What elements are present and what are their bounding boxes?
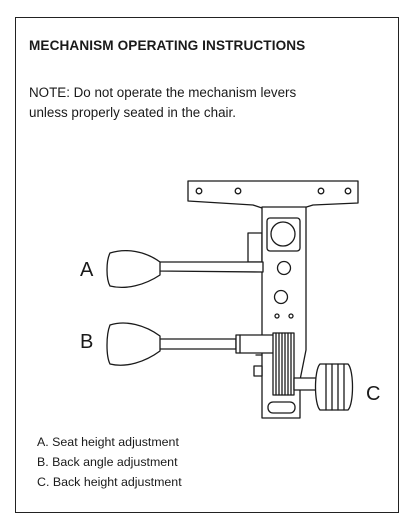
column-small-hole xyxy=(288,313,294,319)
knob-c xyxy=(314,363,354,411)
callout-b-label: B xyxy=(80,331,94,353)
lever-a-handle xyxy=(106,250,161,289)
mount-hole xyxy=(234,187,242,195)
safety-note-line-1: NOTE: Do not operate the mechanism lever… xyxy=(29,85,297,100)
legend-list: A. Seat height adjustment B. Back angle … xyxy=(37,432,182,492)
column-hole xyxy=(273,289,289,305)
side-tab xyxy=(253,365,263,377)
lever-b-rod xyxy=(157,338,237,350)
mount-hole xyxy=(195,187,203,195)
callout-c-label: C xyxy=(366,383,381,405)
lever-b-collar xyxy=(235,334,275,354)
legend-item-a: A. Seat height adjustment xyxy=(37,435,179,449)
knob-c-ridges xyxy=(325,363,345,411)
mounting-plate xyxy=(187,180,359,210)
instructions-heading: MECHANISM OPERATING INSTRUCTIONS xyxy=(29,38,306,53)
lever-a-rod xyxy=(157,261,264,273)
lever-b-handle xyxy=(106,322,161,366)
safety-note: NOTE: Do not operate the mechanism lever… xyxy=(29,83,389,123)
safety-note-line-2: unless properly seated in the chair. xyxy=(29,105,236,120)
column-small-hole xyxy=(274,313,280,319)
instruction-card-border xyxy=(15,17,399,513)
column-hole xyxy=(276,260,292,276)
mechanism-diagram xyxy=(106,180,359,419)
callout-a-label: A xyxy=(80,259,94,281)
column-round-knob xyxy=(270,221,296,247)
legend-item-c: C. Back height adjustment xyxy=(37,475,182,489)
mount-hole xyxy=(344,187,352,195)
legend-item-b: B. Back angle adjustment xyxy=(37,455,178,469)
mount-hole xyxy=(317,187,325,195)
knob-c-shaft xyxy=(293,377,319,391)
column-slot xyxy=(267,401,296,414)
coil-spring xyxy=(272,332,295,396)
side-bracket xyxy=(247,232,263,263)
